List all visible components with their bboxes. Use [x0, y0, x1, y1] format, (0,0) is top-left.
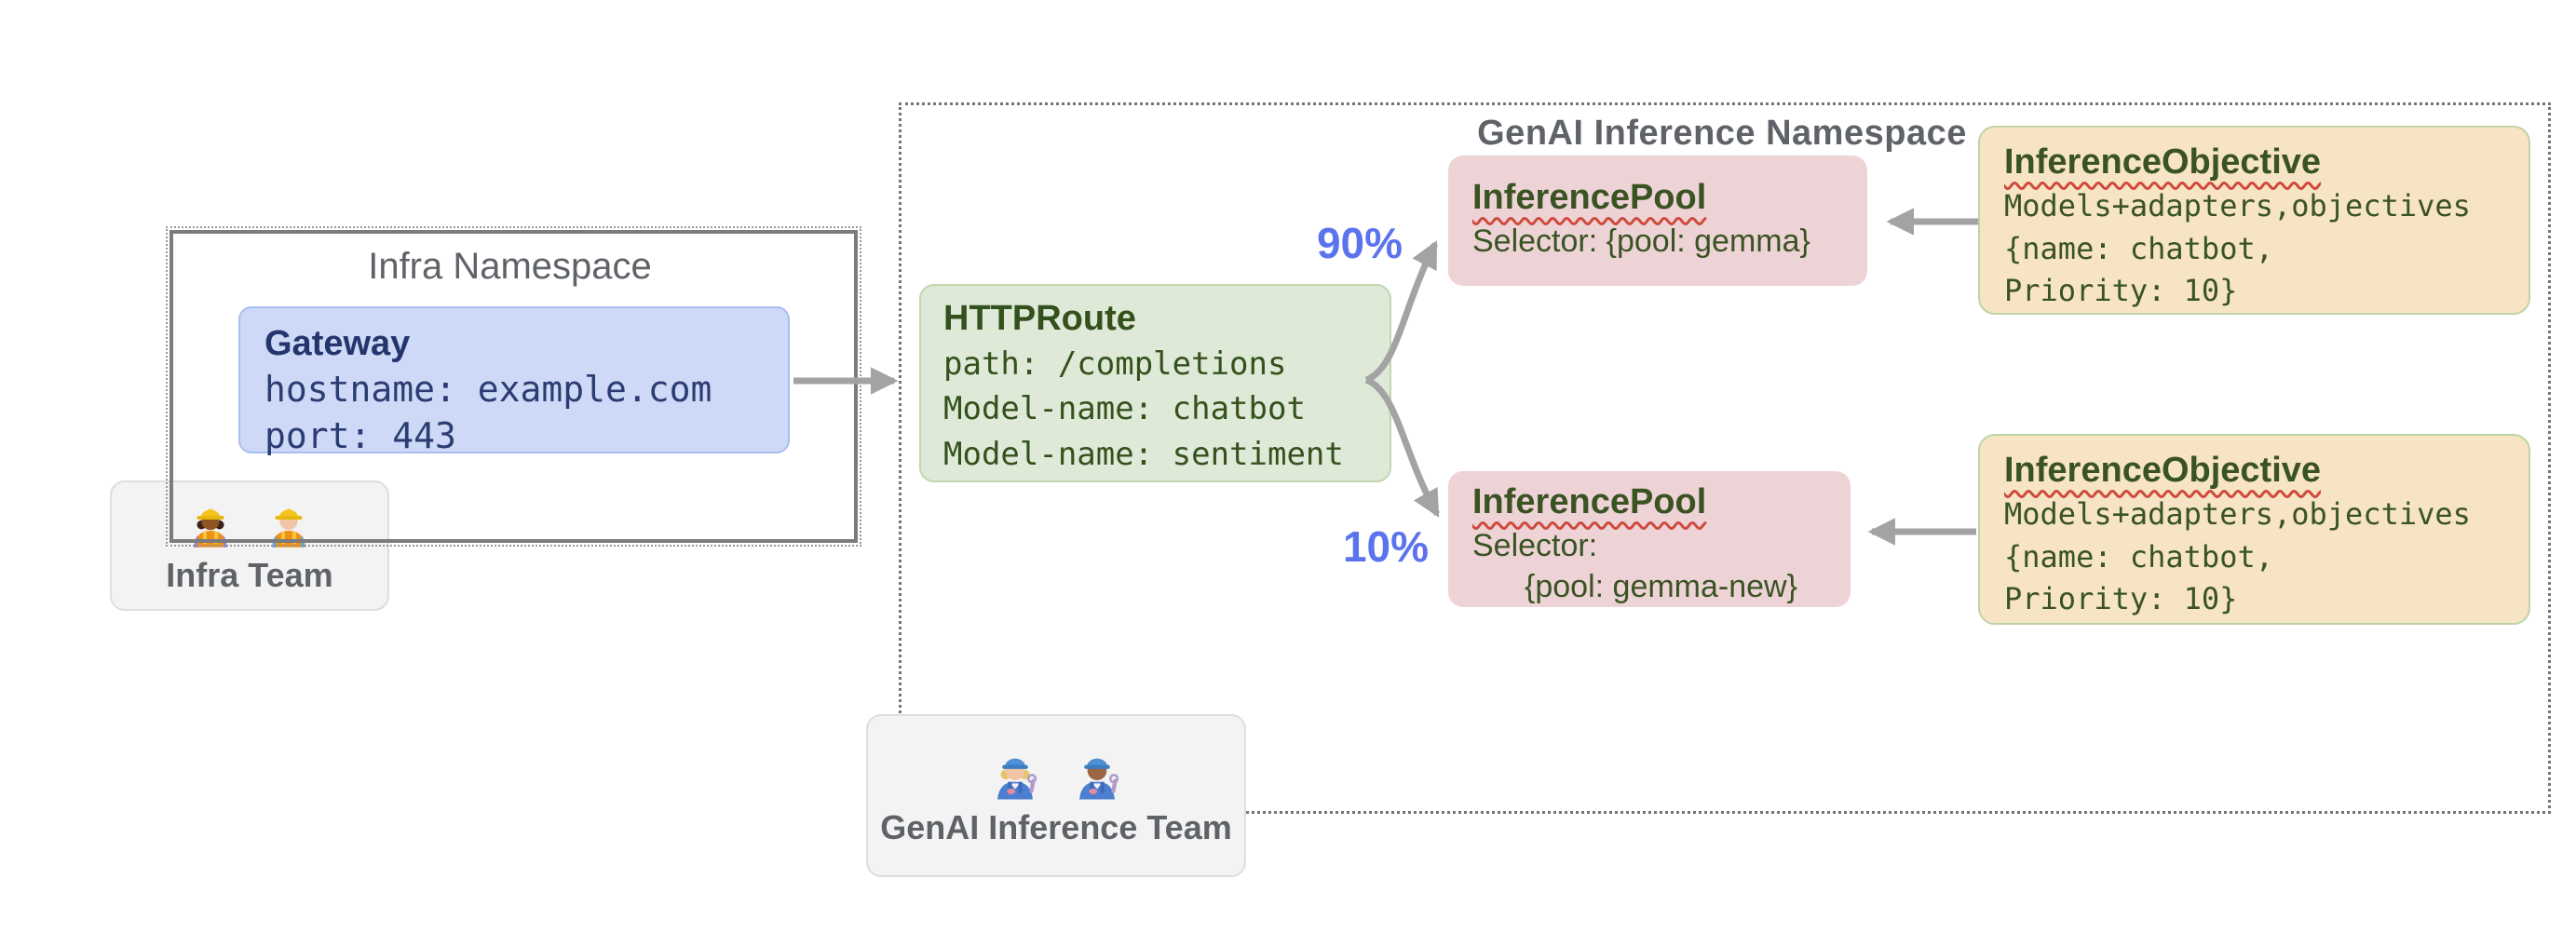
inference-objective-top-title: InferenceObjective: [2004, 142, 2322, 182]
objective-bottom-line-2: {name: chatbot,: [2004, 538, 2273, 575]
genai-team-label: GenAI Inference Team: [880, 807, 1232, 846]
inference-pool-top-title: InferencePool: [1472, 178, 1707, 217]
inference-pool-bottom-selector-value: {pool: gemma-new}: [1525, 569, 1797, 605]
infra-team-people: [183, 496, 316, 550]
man-construction-worker-icon: [272, 508, 305, 548]
infra-team-card: Infra Team: [110, 480, 389, 611]
genai-inference-namespace-title: GenAI Inference Namespace: [1477, 114, 1967, 153]
objective-top-line-3: Priority: 10}: [2004, 273, 2238, 309]
woman-mechanic-icon: [997, 758, 1037, 800]
traffic-split-90-label: 90%: [1316, 219, 1403, 267]
objective-top-line-1: Models+adapters,objectives: [2004, 188, 2471, 224]
man-mechanic-icon: [1079, 758, 1119, 800]
inference-pool-bottom-selector: Selector:: [1472, 528, 1598, 564]
infra-namespace-title: Infra Namespace: [368, 246, 652, 287]
inference-objective-top-box: InferenceObjective Models+adapters,objec…: [1978, 126, 2530, 315]
objective-bottom-line-3: Priority: 10}: [2004, 581, 2238, 617]
gateway-box: Gateway hostname: example.com port: 443: [238, 306, 790, 456]
inference-objective-bottom-title: InferenceObjective: [2004, 451, 2322, 490]
httproute-title: HTTPRoute: [943, 299, 1136, 338]
inference-pool-bottom-title: InferencePool: [1472, 482, 1707, 521]
genai-inference-team-card: GenAI Inference Team: [866, 714, 1246, 877]
gateway-hostname: hostname: example.com: [264, 369, 712, 411]
infra-team-label: Infra Team: [166, 556, 333, 594]
genai-team-people: [986, 745, 1126, 803]
httproute-box: HTTPRoute path: /completions Model-name:…: [919, 284, 1391, 482]
httproute-path: path: /completions: [943, 345, 1287, 384]
genai-inference-namespace-box: [899, 102, 2551, 814]
objective-top-line-2: {name: chatbot,: [2004, 230, 2273, 266]
gateway-title: Gateway: [264, 324, 411, 363]
inference-objective-bottom-box: InferenceObjective Models+adapters,objec…: [1978, 434, 2530, 625]
httproute-model-2: Model-name: sentiment: [943, 435, 1344, 473]
httproute-model-1: Model-name: chatbot: [943, 390, 1306, 428]
inference-pool-top-selector: Selector: {pool: gemma}: [1472, 223, 1810, 260]
gateway-port: port: 443: [264, 414, 456, 456]
traffic-split-10-label: 10%: [1342, 522, 1430, 571]
inference-pool-top-box: InferencePool Selector: {pool: gemma}: [1448, 156, 1867, 286]
woman-construction-worker-icon: [194, 508, 227, 548]
inference-pool-bottom-box: InferencePool Selector: {pool: gemma-new…: [1448, 471, 1851, 607]
objective-bottom-line-1: Models+adapters,objectives: [2004, 496, 2471, 533]
